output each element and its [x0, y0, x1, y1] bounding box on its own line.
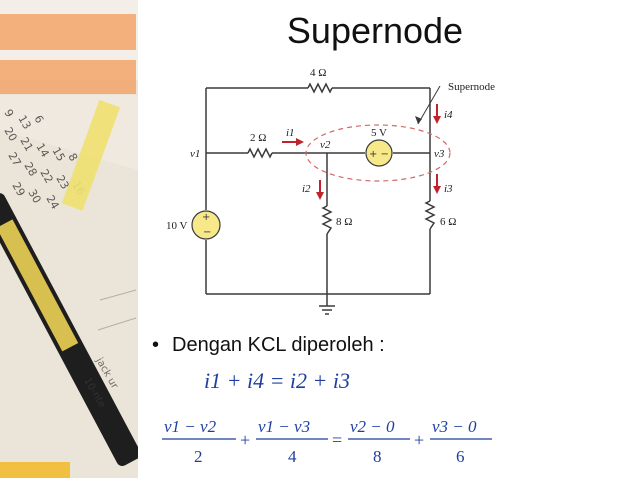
op-equals: = — [332, 430, 342, 450]
label-8ohm: 8 Ω — [336, 216, 352, 228]
svg-text:29: 29 — [9, 180, 27, 199]
resistor-4ohm — [307, 82, 333, 94]
slide-title: Supernode — [286, 10, 464, 51]
svg-text:20: 20 — [1, 125, 19, 144]
svg-text:21: 21 — [17, 135, 35, 154]
decorative-sidebar-image: 9 13 6 20 21 14 15 8 27 28 22 23 16 29 3… — [0, 0, 138, 478]
svg-text:14: 14 — [33, 141, 51, 160]
label-i3: i3 — [444, 183, 453, 195]
op-plus-2: + — [414, 430, 424, 450]
label-v3: v3 — [434, 148, 445, 160]
label-v1: v1 — [190, 148, 200, 160]
svg-text:15: 15 — [49, 145, 67, 164]
bullet-marker: • — [152, 334, 160, 356]
frac4-denominator: 6 — [456, 447, 465, 466]
frac4-numerator: v3 − 0 — [432, 417, 477, 436]
frac2-denominator: 4 — [288, 447, 297, 466]
label-i4: i4 — [444, 109, 453, 121]
voltage-source-10v — [191, 210, 221, 240]
arrow-i3 — [433, 186, 441, 194]
sidebar-illustration: 9 13 6 20 21 14 15 8 27 28 22 23 16 29 3… — [0, 0, 138, 478]
bullet-kcl: • Dengan KCL diperoleh : — [152, 334, 385, 357]
label-i1: i1 — [286, 127, 295, 139]
svg-text:13: 13 — [15, 113, 33, 132]
kcl-equation: i1 + i4 = i2 + i3 — [204, 368, 350, 393]
label-supernode: Supernode — [448, 81, 495, 93]
bullet-text: Dengan KCL diperoleh : — [172, 334, 385, 356]
svg-text:22: 22 — [37, 167, 55, 186]
resistor-8ohm — [321, 205, 333, 235]
ground-symbol — [319, 305, 335, 315]
label-i2: i2 — [302, 183, 311, 195]
label-4ohm: 4 Ω — [310, 67, 326, 79]
frac3-numerator: v2 − 0 — [350, 417, 395, 436]
frac1-numerator: v1 − v2 — [164, 417, 217, 436]
svg-text:−: − — [203, 227, 211, 238]
current-arrows — [282, 104, 441, 200]
svg-text:24: 24 — [43, 193, 61, 212]
label-10v: 10 V — [166, 220, 188, 232]
svg-text:+: + — [202, 212, 210, 223]
arrow-i1 — [296, 138, 304, 146]
op-plus-1: + — [240, 430, 250, 450]
frac2-numerator: v1 − v3 — [258, 417, 310, 436]
svg-text:28: 28 — [21, 160, 39, 179]
supernode-boundary — [305, 124, 451, 182]
svg-text:27: 27 — [5, 150, 23, 169]
frac3-denominator: 8 — [373, 447, 382, 466]
label-5v: 5 V — [371, 127, 387, 139]
resistor-6ohm — [424, 200, 436, 230]
circuit-diagram: + − + − Supernode 4 Ω 2 Ω 5 V 10 V 8 Ω 6… — [166, 67, 495, 315]
resistor-2ohm — [247, 147, 273, 159]
label-6ohm: 6 Ω — [440, 216, 456, 228]
equations-block: i1 + i4 = i2 + i3 v1 − v2 2 + v1 − v3 4 … — [162, 368, 492, 466]
label-v2: v2 — [320, 139, 331, 151]
label-2ohm: 2 Ω — [250, 132, 266, 144]
svg-text:30: 30 — [25, 187, 43, 206]
svg-text:23: 23 — [53, 173, 71, 192]
frac1-denominator: 2 — [194, 447, 203, 466]
arrow-i4 — [433, 116, 441, 124]
voltage-source-5v — [365, 139, 393, 167]
arrow-i2 — [316, 192, 324, 200]
source-polarity: + − — [369, 149, 389, 160]
